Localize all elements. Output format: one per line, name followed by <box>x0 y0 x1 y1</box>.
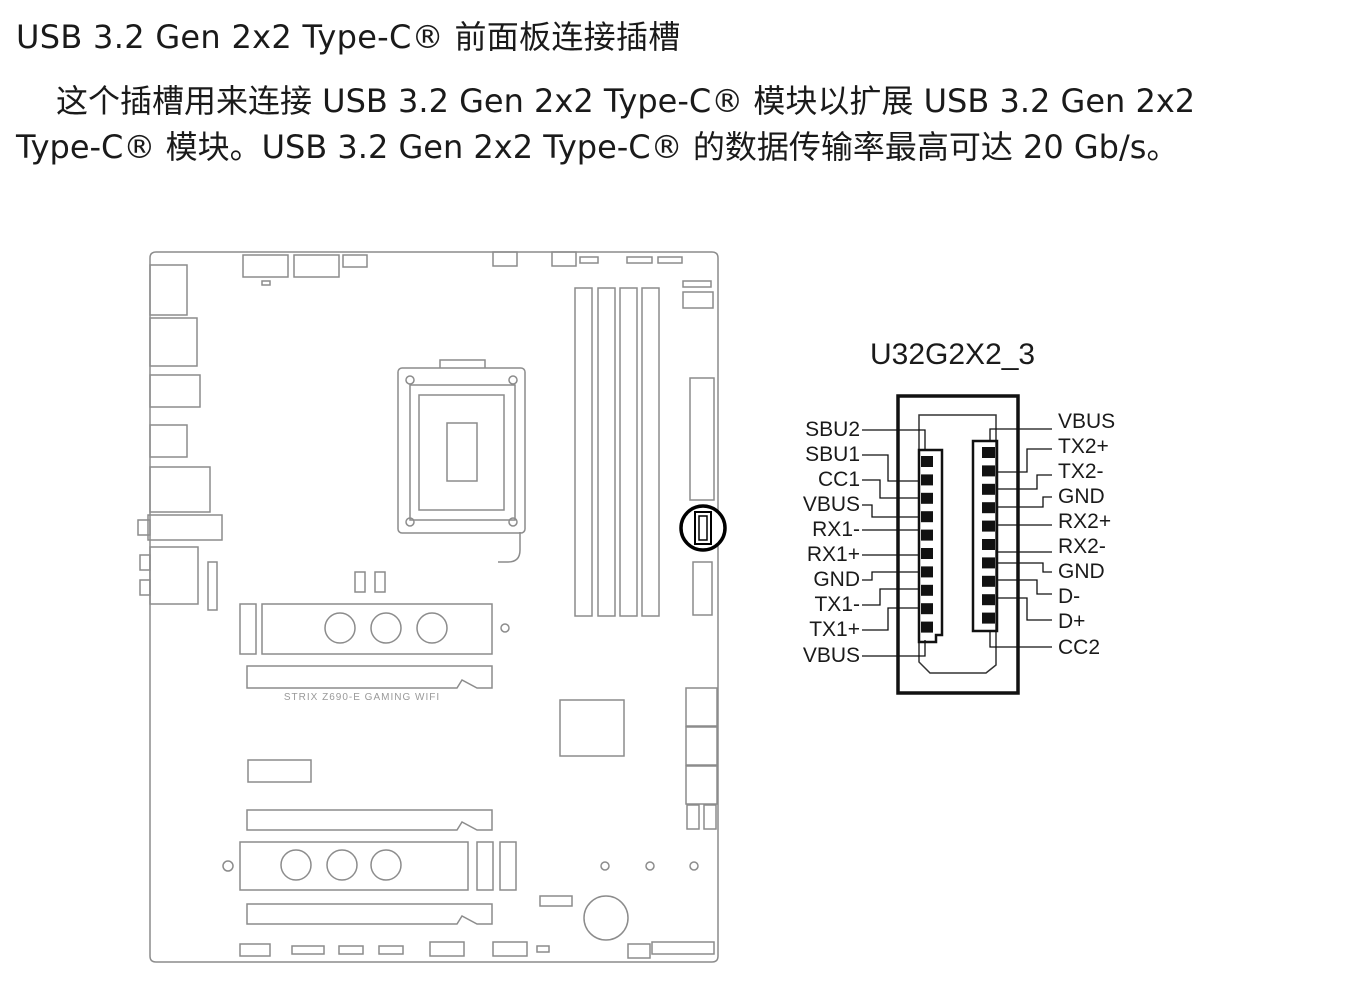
pin-wire-right <box>997 474 1052 490</box>
right-pin-pad <box>982 594 995 606</box>
description-paragraph: 这个插槽用来连接 USB 3.2 Gen 2x2 Type-C® 模块以扩展 U… <box>16 78 1195 170</box>
pin-label-right: GND <box>1058 485 1105 508</box>
pin-wire-left <box>862 454 919 482</box>
right-pin-pad <box>982 502 995 514</box>
pin-label-left: SBU1 <box>805 443 860 466</box>
pin-wire-right <box>997 496 1052 508</box>
pin-label-right: TX2+ <box>1058 435 1109 458</box>
right-pin-pad <box>982 612 995 624</box>
right-pin-pad <box>982 557 995 569</box>
left-pin-pad <box>921 456 933 467</box>
pin-wire-right <box>997 448 1052 473</box>
pin-label-right: D- <box>1058 585 1081 608</box>
left-pin-pad <box>921 584 933 596</box>
pin-wire-left <box>862 571 919 581</box>
left-pin-pad <box>921 511 933 523</box>
pin-label-left: TX1- <box>814 593 860 616</box>
connector-name: U32G2X2_3 <box>870 338 1036 371</box>
pin-label-left: VBUS <box>802 493 860 516</box>
pin-label-right: RX2- <box>1058 535 1106 558</box>
usb-c-header-highlight <box>679 504 727 552</box>
pin-wire-left <box>862 640 926 657</box>
pin-wire-left <box>862 504 919 518</box>
left-pin-pad <box>921 621 933 633</box>
pin-label-right: GND <box>1058 560 1105 583</box>
left-pin-pad <box>921 566 933 578</box>
pin-wire-right <box>997 597 1052 621</box>
right-pin-pad <box>982 575 995 587</box>
pin-label-left: RX1- <box>812 518 860 541</box>
pin-label-right: D+ <box>1058 610 1086 633</box>
left-pin-pad <box>921 492 933 504</box>
pin-wire-left <box>862 607 919 631</box>
pin-wire-right <box>989 428 1052 441</box>
right-pin-row <box>971 439 999 633</box>
pin-label-right: CC2 <box>1058 636 1101 659</box>
board-model-text: STRIX Z690-E GAMING WIFI <box>284 692 440 703</box>
pin-label-right: TX2- <box>1058 460 1104 483</box>
description-line-1: 这个插槽用来连接 USB 3.2 Gen 2x2 Type-C® 模块以扩展 U… <box>56 82 1196 120</box>
connector-inner-outline <box>918 414 997 674</box>
pin-label-left: CC1 <box>817 468 860 491</box>
pin-label-left: SBU2 <box>805 418 860 441</box>
pin-label-right: VBUS <box>1058 410 1116 433</box>
pin-wire-left <box>862 588 919 606</box>
right-pin-pad <box>982 483 995 495</box>
pin-label-left: TX1+ <box>809 618 860 641</box>
connector-outer-frame <box>896 394 1020 695</box>
pin-label-left: GND <box>813 568 860 591</box>
pin-wire-right <box>997 579 1052 595</box>
pin-label-left: RX1+ <box>806 543 860 566</box>
description-line-2: Type-C® 模块。USB 3.2 Gen 2x2 Type-C® 的数据传输… <box>16 128 1179 166</box>
right-pin-pad <box>982 539 995 550</box>
left-pin-pad <box>921 603 933 615</box>
left-pin-pad <box>921 474 933 486</box>
right-pin-pad <box>982 447 995 458</box>
right-pin-pad <box>982 520 995 532</box>
pin-wire-left <box>862 479 919 499</box>
board-outline <box>149 251 719 963</box>
pin-wire-left <box>862 429 926 450</box>
left-pin-pad <box>921 529 933 541</box>
section-heading: USB 3.2 Gen 2x2 Type-C® 前面板连接插槽 <box>16 18 681 56</box>
pin-label-left: VBUS <box>802 644 860 667</box>
left-pin-pad <box>921 548 933 559</box>
pin-label-right: RX2+ <box>1058 510 1112 533</box>
left-pin-row <box>917 448 944 644</box>
pin-wire-right <box>989 630 1052 648</box>
right-pin-pad <box>982 465 995 477</box>
pin-wire-right <box>997 562 1052 573</box>
